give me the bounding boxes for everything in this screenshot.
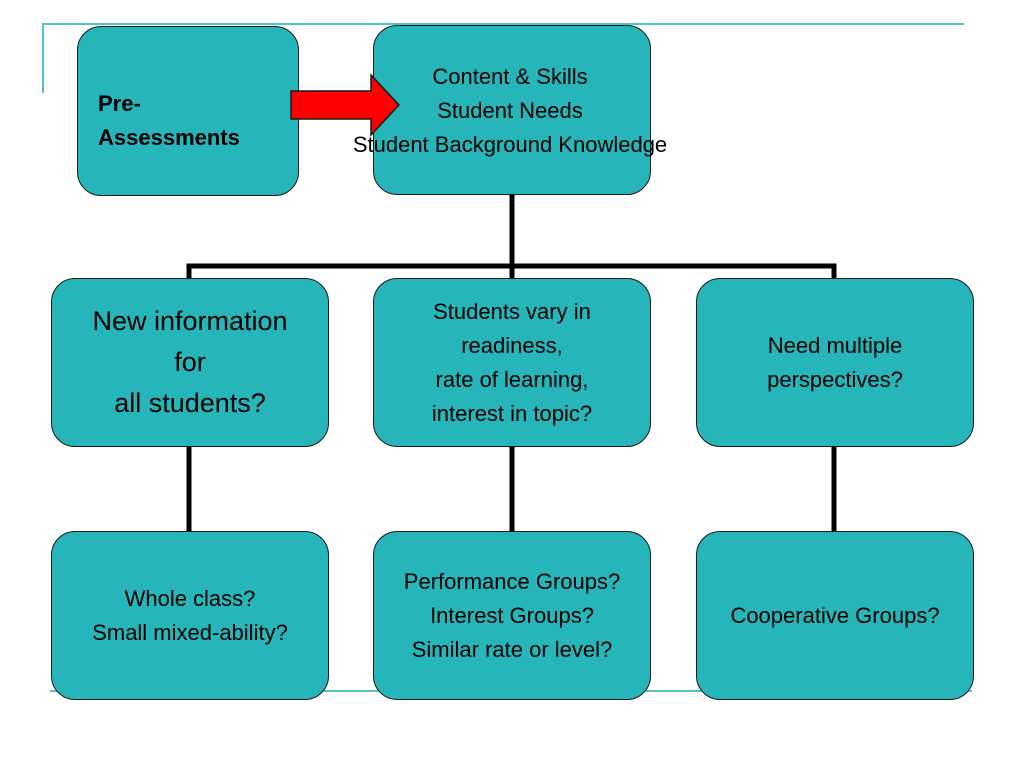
students-vary-label: Students vary in readiness, rate of lear… <box>431 298 593 426</box>
whole-class-label: Whole class? Small mixed-ability? <box>92 585 288 645</box>
new-information-box: New information for all students? <box>51 278 329 447</box>
pre-assessments-label: Pre- Assessments <box>98 91 240 150</box>
performance-groups-label: Performance Groups? Interest Groups? Sim… <box>403 568 621 662</box>
multiple-perspectives-box: Need multiple perspectives? <box>696 278 974 447</box>
whole-class-box: Whole class? Small mixed-ability? <box>51 531 329 700</box>
students-vary-box: Students vary in readiness, rate of lear… <box>373 278 651 447</box>
multiple-perspectives-label: Need multiple perspectives? <box>767 332 903 392</box>
content-skills-box <box>373 25 651 195</box>
new-information-label: New information for all students? <box>92 306 288 418</box>
cooperative-groups-box: Cooperative Groups? <box>696 531 974 700</box>
cooperative-groups-label: Cooperative Groups? <box>730 602 940 628</box>
left-accent-rule <box>42 23 44 93</box>
arrow-right-icon <box>290 73 401 137</box>
content-skills-label: Content & Skills Student Needs Student B… <box>352 64 668 157</box>
top-accent-rule <box>42 23 964 25</box>
performance-groups-box: Performance Groups? Interest Groups? Sim… <box>373 531 651 700</box>
pre-assessments-box: Pre- Assessments <box>77 26 299 196</box>
